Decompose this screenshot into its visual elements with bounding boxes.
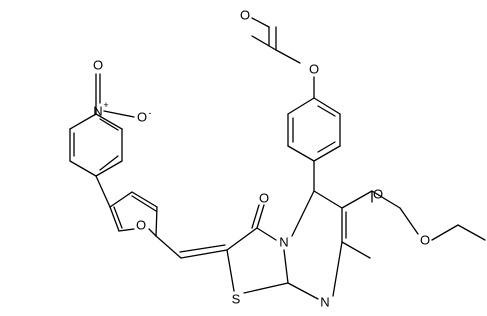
atom-ring-n: N xyxy=(279,235,288,250)
bond-line xyxy=(226,227,258,251)
bond-line xyxy=(95,175,111,208)
bond-line xyxy=(287,145,315,162)
bond-line xyxy=(118,228,135,232)
bond-line xyxy=(332,241,343,297)
bond-line xyxy=(341,190,373,209)
bond-line xyxy=(243,282,289,294)
atom-acetyl-carbonyl-o: O xyxy=(240,8,250,23)
bond-line xyxy=(313,145,341,162)
atom-ester-alkoxy-o: O xyxy=(420,233,430,248)
bond-line xyxy=(341,241,371,259)
bond-line xyxy=(313,97,341,115)
bond-line xyxy=(103,110,135,118)
bond-line xyxy=(313,190,343,209)
bond-line xyxy=(317,105,336,117)
bond-line xyxy=(99,118,119,131)
bond-line xyxy=(256,204,265,229)
atom-ring-carbonyl-o: O xyxy=(259,191,269,206)
bond-line xyxy=(109,191,133,208)
bond-line xyxy=(179,244,226,253)
atom-pyrimidine-n: N xyxy=(320,295,329,310)
bond-line xyxy=(131,191,158,208)
bond-line xyxy=(457,224,486,241)
bond-line xyxy=(275,49,301,64)
bond-line xyxy=(131,195,157,212)
atom-labels: O O N + O O - O O O O N S N xyxy=(93,8,430,310)
atom-nitro-o-right: O xyxy=(137,110,147,125)
bond-line xyxy=(109,206,120,232)
bond-line xyxy=(251,204,260,229)
atom-furan-o: O xyxy=(136,218,146,233)
atom-acetoxy-o: O xyxy=(309,62,319,77)
bond-line xyxy=(317,141,336,153)
atom-ester-carbonyl-o: O xyxy=(373,187,383,202)
bond-line xyxy=(95,113,123,130)
atom-nitro-o-top: O xyxy=(93,58,103,73)
bond-line xyxy=(251,35,277,51)
bond-line xyxy=(291,190,315,237)
bond-line xyxy=(251,17,270,28)
bond-line xyxy=(148,228,157,237)
bond-line xyxy=(371,190,401,209)
atom-thiazole-s: S xyxy=(232,292,241,307)
bond-line xyxy=(226,249,235,292)
bond-line xyxy=(99,155,119,171)
bond-line xyxy=(113,206,123,229)
atom-nitro-plus-charge: + xyxy=(103,100,108,110)
bond-line xyxy=(155,235,182,259)
bond-line xyxy=(180,249,228,259)
bond-line xyxy=(69,113,97,130)
bond-line xyxy=(431,224,459,241)
atom-nitro-minus-charge: - xyxy=(149,108,152,118)
bond-line xyxy=(95,160,123,177)
bond-line xyxy=(399,207,419,235)
bond-lines xyxy=(69,17,486,300)
bond-line xyxy=(69,160,97,177)
bond-line xyxy=(287,97,315,115)
atom-nitro-n: N xyxy=(93,104,102,119)
bond-line xyxy=(155,206,158,237)
bond-line xyxy=(283,249,289,284)
bond-line xyxy=(256,227,277,241)
bond-line xyxy=(287,282,319,300)
